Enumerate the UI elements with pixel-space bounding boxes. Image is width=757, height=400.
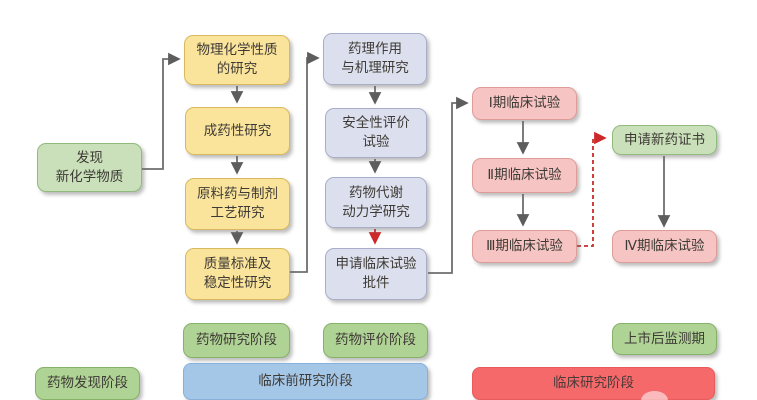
node-druggability-research: 成药性研究 — [185, 107, 290, 155]
node-quality-stability-research: 质量标准及 稳定性研究 — [185, 248, 290, 300]
node-pharmacology-mechanism: 药理作用 与机理研究 — [323, 33, 427, 85]
stage-label-post-market: 上市后监测期 — [612, 323, 717, 355]
arrow-phase3-to-nda-dashed — [577, 131, 607, 247]
node-ind-application: 申请临床试验 批件 — [325, 248, 427, 300]
node-nda-application: 申请新药证书 — [612, 125, 717, 155]
node-safety-evaluation: 安全性评价 试验 — [325, 108, 427, 158]
node-phase1-trial: Ⅰ期临床试验 — [472, 87, 577, 120]
node-phase2-trial: Ⅱ期临床试验 — [472, 158, 577, 193]
arrow-discovery-to-physchem — [142, 52, 181, 170]
node-phase3-trial: Ⅲ期临床试验 — [472, 230, 577, 263]
stage-bar-preclinical: 临床前研究阶段 — [183, 363, 428, 400]
node-discover-new-chemical: 发现 新化学物质 — [37, 143, 142, 192]
stage-label-discovery: 药物发现阶段 — [35, 367, 140, 400]
arrow-quality-to-pharmacology — [290, 51, 320, 273]
watermark-circle — [641, 391, 668, 400]
node-pharmacokinetics: 药物代谢 动力学研究 — [325, 177, 427, 228]
node-phase4-trial: Ⅳ期临床试验 — [612, 230, 717, 263]
stage-label-evaluation: 药物评价阶段 — [323, 323, 428, 358]
stage-bar-clinical: 临床研究阶段 — [472, 367, 715, 400]
node-physicochemical-research: 物理化学性质 的研究 — [184, 35, 290, 85]
stage-label-research: 药物研究阶段 — [183, 323, 290, 358]
node-api-formulation-process: 原料药与制剂 工艺研究 — [185, 178, 290, 230]
arrow-ind-to-phase1 — [428, 96, 469, 274]
